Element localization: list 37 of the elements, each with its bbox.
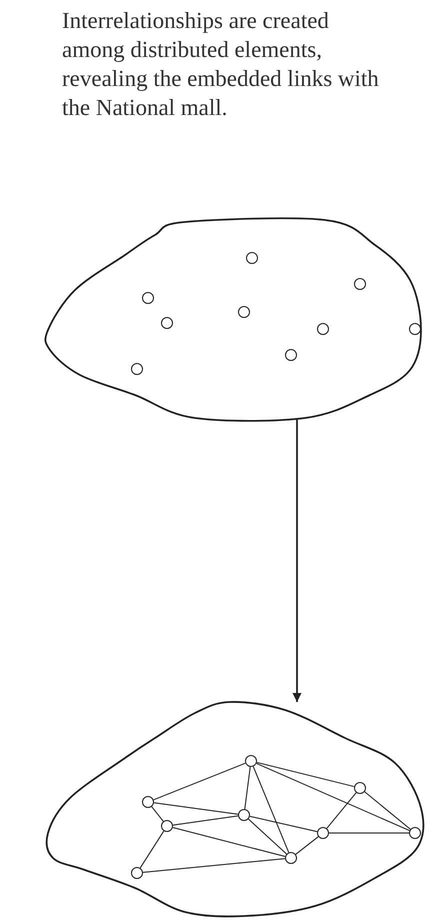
connecting-line (172, 815, 239, 826)
connecting-line (256, 762, 355, 788)
connecting-line (328, 832, 410, 834)
connecting-line (326, 792, 357, 829)
small-circle (142, 796, 154, 808)
small-circle (285, 349, 297, 361)
connecting-line (172, 827, 286, 857)
connecting-line (252, 766, 290, 853)
connecting-line (142, 858, 286, 873)
small-circle (354, 782, 366, 794)
small-circle (317, 323, 329, 335)
arrow (292, 418, 302, 702)
connecting-line (295, 836, 319, 855)
connecting-line (153, 802, 239, 815)
small-circle (409, 827, 421, 839)
small-circle (161, 820, 173, 832)
small-circle (285, 852, 297, 864)
small-circle (238, 809, 250, 821)
small-circle (245, 755, 257, 767)
small-circle (317, 827, 329, 839)
small-circle (246, 252, 258, 264)
small-circle (409, 323, 421, 335)
connecting-line (151, 806, 164, 822)
small-circle (131, 867, 143, 879)
connecting-line (140, 830, 164, 868)
small-circle (354, 278, 366, 290)
small-circle (131, 363, 143, 375)
connecting-line (153, 762, 246, 800)
description-text: Interrelationships are created among distributed elements, revealing the embedded links with the National mall. (62, 7, 380, 122)
connecting-line (256, 762, 410, 832)
small-circle (161, 317, 173, 329)
connecting-line (248, 818, 288, 854)
connecting-line (364, 791, 411, 830)
connecting-line (249, 816, 318, 832)
connecting-line (244, 766, 251, 810)
small-circle (142, 292, 154, 304)
small-circle (238, 306, 250, 318)
